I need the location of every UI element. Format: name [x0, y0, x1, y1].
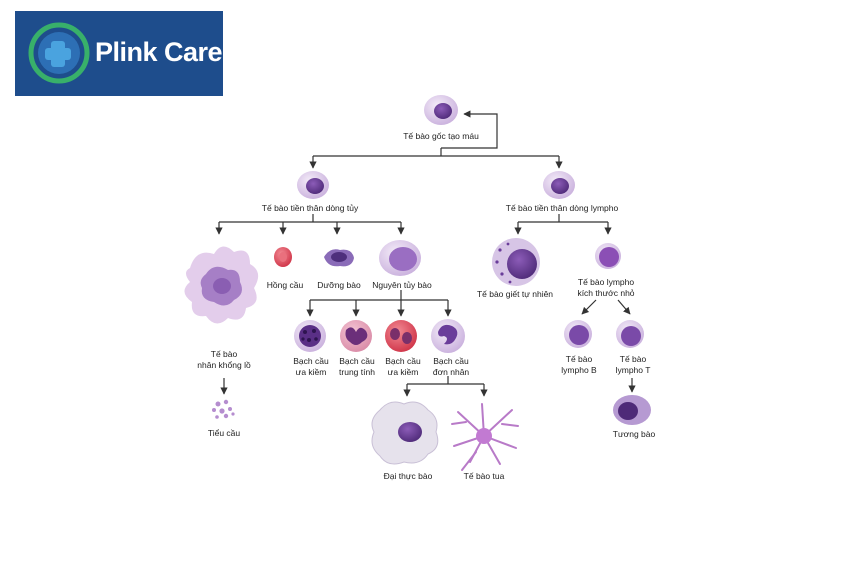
macrophage-label: Đại thực bào — [384, 471, 433, 481]
plasma-cell — [613, 395, 651, 425]
eosinophil-cell — [385, 320, 417, 352]
nk-cell — [492, 238, 540, 286]
t-cell-label-line2: lympho T — [616, 365, 651, 375]
mast-cell-label: Dưỡng bào — [317, 280, 361, 290]
neutrophil-cell — [340, 320, 372, 352]
platelets-cluster — [212, 399, 235, 419]
megakaryocyte-cell — [184, 246, 259, 324]
myeloid-progenitor-label: Tế bào tiền thân dòng tủy — [262, 203, 359, 213]
small-lymphocyte-label-line2: kích thước nhỏ — [577, 288, 634, 298]
dendritic-cell-label: Tế bào tua — [464, 471, 505, 481]
brand-logo: Plink Care — [15, 11, 223, 96]
myeloid-progenitor-cell — [297, 171, 329, 199]
stem-cell — [424, 95, 458, 125]
myeloblast-cell — [379, 240, 421, 276]
connectors — [215, 110, 636, 397]
monocyte-cell — [431, 319, 465, 353]
b-lymphocyte-cell — [564, 320, 592, 348]
megakaryocyte-label-line1: Tế bào — [211, 349, 238, 359]
b-cell-label-line1: Tế bào — [566, 354, 593, 364]
basophil-cell — [294, 320, 326, 352]
brand-name: Plink Care — [95, 37, 223, 67]
erythrocyte-label: Hồng cầu — [267, 280, 304, 290]
t-lymphocyte-cell — [616, 320, 644, 348]
mast-cell — [324, 249, 354, 267]
nk-cell-label: Tế bào giết tự nhiên — [477, 289, 553, 299]
erythrocyte-cell — [274, 247, 292, 267]
myeloblast-label: Nguyên tủy bào — [372, 280, 432, 290]
macrophage-cell — [371, 401, 439, 465]
monocyte-label-line1: Bạch cầu — [433, 356, 469, 366]
neutrophil-label-line1: Bạch cầu — [339, 356, 375, 366]
neutrophil-label-line2: trung tính — [339, 367, 375, 377]
plasma-cell-label: Tương bào — [613, 429, 656, 439]
dendritic-cell — [451, 403, 519, 471]
stem-cell-label: Tế bào gốc tạo máu — [403, 131, 479, 141]
cross-logo-icon — [28, 22, 90, 84]
platelets-label: Tiểu cầu — [208, 428, 241, 438]
eosinophil-label-line2: ưa kiềm — [388, 367, 419, 377]
basophil-label-line1: Bạch cầu — [293, 356, 329, 366]
lymphoid-progenitor-cell — [543, 171, 575, 199]
lymphoid-progenitor-label: Tế bào tiền thân dòng lympho — [506, 203, 619, 213]
monocyte-label-line2: đơn nhân — [433, 367, 470, 377]
eosinophil-label-line1: Bạch cầu — [385, 356, 421, 366]
small-lymphocyte-label-line1: Tế bào lympho — [578, 277, 634, 287]
megakaryocyte-label-line2: nhân khổng lồ — [197, 360, 251, 370]
t-cell-label-line1: Tế bào — [620, 354, 647, 364]
small-lymphocyte-cell — [595, 243, 621, 269]
b-cell-label-line2: lympho B — [561, 365, 597, 375]
basophil-label-line2: ưa kiềm — [296, 367, 327, 377]
